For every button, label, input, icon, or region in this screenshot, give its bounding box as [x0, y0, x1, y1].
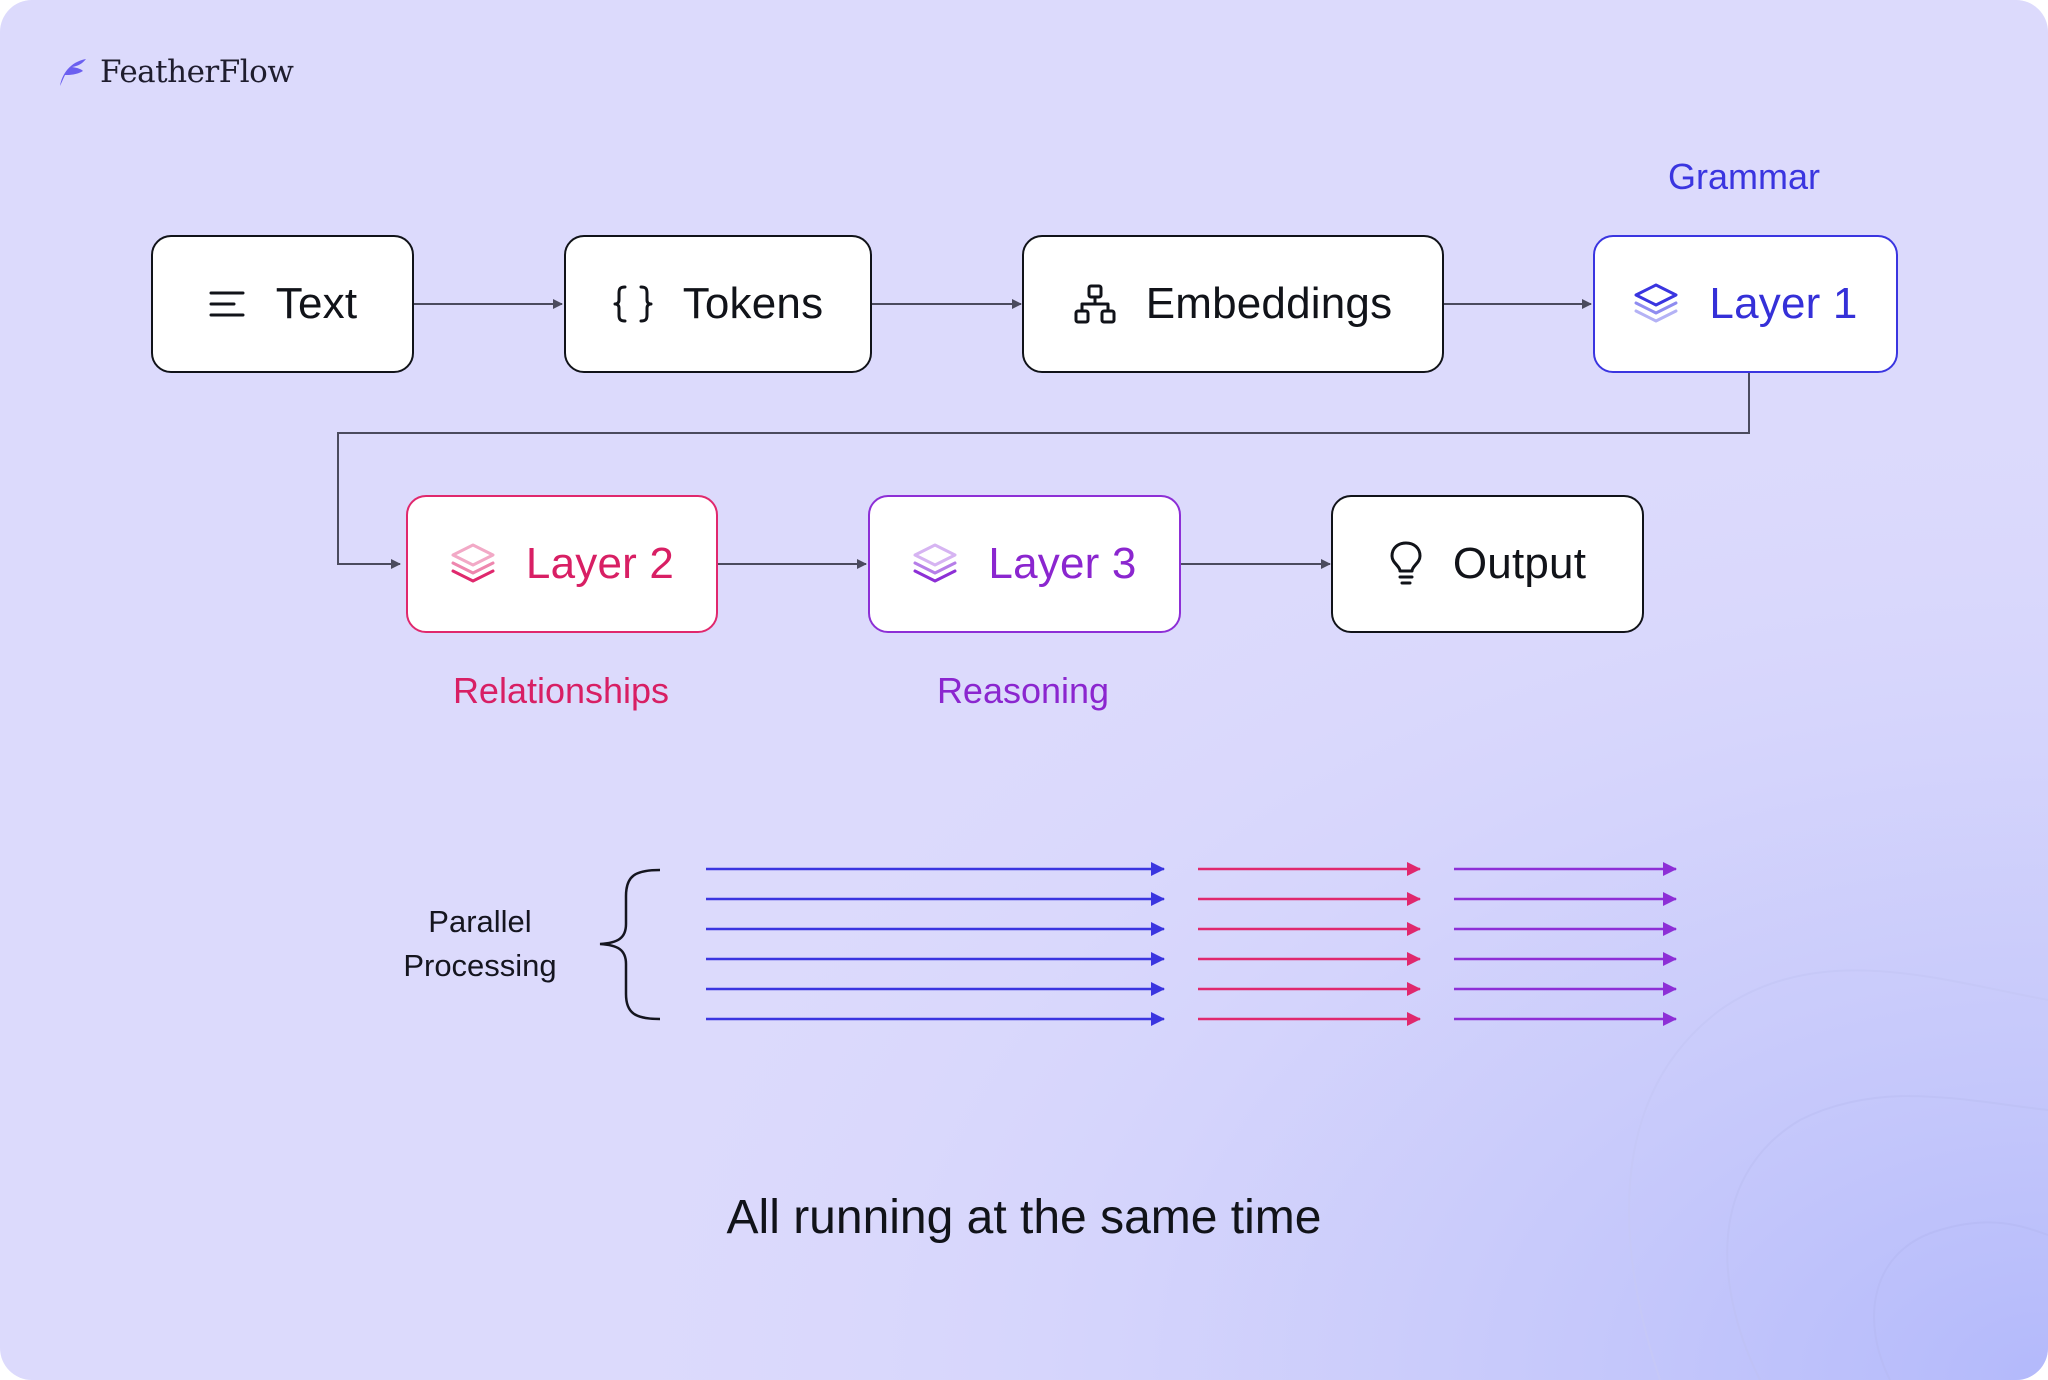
node-tokens: Tokens — [564, 235, 872, 373]
feather-icon — [60, 59, 86, 86]
caption-reasoning: Reasoning — [936, 670, 1110, 711]
hierarchy-icon — [1074, 284, 1116, 324]
node-layer-1-label: Layer 1 — [1709, 279, 1858, 328]
brand-name: FeatherFlow — [100, 54, 294, 90]
node-embeddings-label: Embeddings — [1145, 279, 1393, 328]
parallel-label-line-1: Parallel — [428, 904, 532, 939]
node-tokens-label: Tokens — [682, 279, 824, 328]
node-output: Output — [1331, 495, 1644, 633]
node-layer-2-label: Layer 2 — [525, 539, 675, 588]
node-output-label: Output — [1452, 539, 1587, 588]
parallel-label-line-2: Processing — [403, 948, 557, 983]
node-layer-1: Layer 1 — [1593, 235, 1898, 373]
layers-icon — [450, 542, 496, 586]
parallel-processing-label: Parallel Processing — [380, 900, 580, 988]
node-layer-3: Layer 3 — [868, 495, 1181, 633]
brand-logo: FeatherFlow — [56, 54, 294, 90]
node-text-label: Text — [275, 279, 358, 328]
caption-relationships: Relationships — [452, 670, 670, 711]
lightbulb-icon — [1389, 541, 1423, 587]
node-layer-3-label: Layer 3 — [988, 539, 1137, 588]
caption-grammar: Grammar — [1668, 156, 1820, 197]
text-lines-icon — [208, 288, 246, 320]
curly-braces-icon — [613, 284, 653, 324]
node-text: Text — [151, 235, 414, 373]
footer-caption: All running at the same time — [726, 1191, 1322, 1244]
layers-icon — [912, 542, 958, 586]
node-embeddings: Embeddings — [1022, 235, 1444, 373]
node-layer-2: Layer 2 — [406, 495, 718, 633]
layers-icon — [1633, 282, 1679, 326]
